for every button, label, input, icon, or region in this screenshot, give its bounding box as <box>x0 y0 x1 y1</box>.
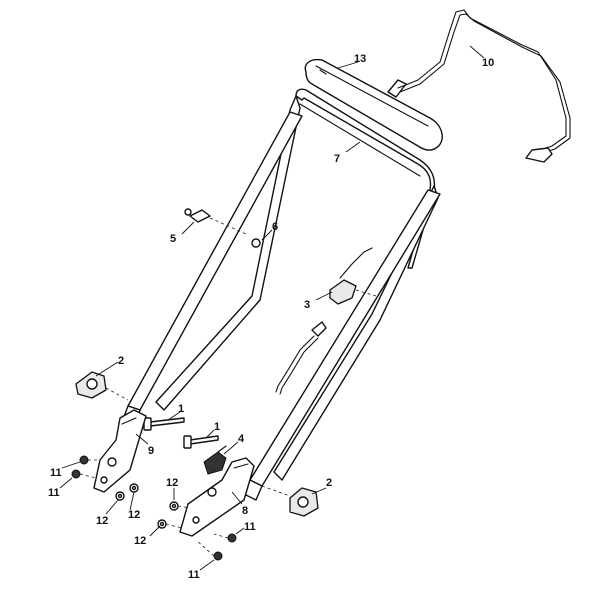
callout-4: 4 <box>238 433 245 445</box>
washer-12-c <box>169 501 191 511</box>
callout-7: 7 <box>334 153 340 165</box>
screw-11-b <box>71 469 97 479</box>
callout-12-b: 12 <box>128 509 140 521</box>
callout-8: 8 <box>242 505 248 517</box>
bracket-8 <box>179 457 255 537</box>
cable-holder-3 <box>329 247 377 305</box>
callout-12-c: 12 <box>166 477 178 489</box>
clip-6 <box>251 238 261 248</box>
handle-grip <box>304 58 443 151</box>
callout-2-right: 2 <box>326 477 332 489</box>
callout-11-d: 11 <box>188 569 200 581</box>
callout-labels: 13 10 7 6 5 3 2 1 1 9 4 11 11 12 12 12 1… <box>48 53 494 581</box>
callout-1-left: 1 <box>178 403 184 415</box>
washer-12-d <box>157 519 183 529</box>
leader-lines <box>59 45 485 571</box>
callout-11-c: 11 <box>244 521 256 533</box>
callout-10: 10 <box>482 57 494 69</box>
callout-6: 6 <box>272 221 278 233</box>
screw-11-c <box>213 533 237 543</box>
cable-clip-5 <box>184 208 247 235</box>
callout-5: 5 <box>170 233 176 245</box>
screw-11-a <box>79 455 100 465</box>
callout-3: 3 <box>304 299 310 311</box>
washer-12-b <box>129 483 139 493</box>
callout-12-d: 12 <box>134 535 146 547</box>
bracket-9 <box>93 409 147 493</box>
callout-12-a: 12 <box>96 515 108 527</box>
bolt-1-left <box>143 417 185 431</box>
callout-13: 13 <box>354 53 366 65</box>
left-handle-tube <box>121 111 303 427</box>
callout-2-left: 2 <box>118 355 124 367</box>
washer-12-a <box>115 491 125 501</box>
lower-cable <box>275 321 327 395</box>
callout-11-b: 11 <box>48 487 60 499</box>
knob-2-right <box>261 485 319 517</box>
callout-11-a: 11 <box>50 467 62 479</box>
callout-1-right: 1 <box>214 421 220 433</box>
clamp-4 <box>203 445 227 475</box>
callout-9: 9 <box>148 445 154 457</box>
control-cable <box>387 9 571 163</box>
bolt-1-right <box>183 435 219 449</box>
knob-2-left <box>75 371 129 401</box>
screw-11-d <box>195 539 223 561</box>
